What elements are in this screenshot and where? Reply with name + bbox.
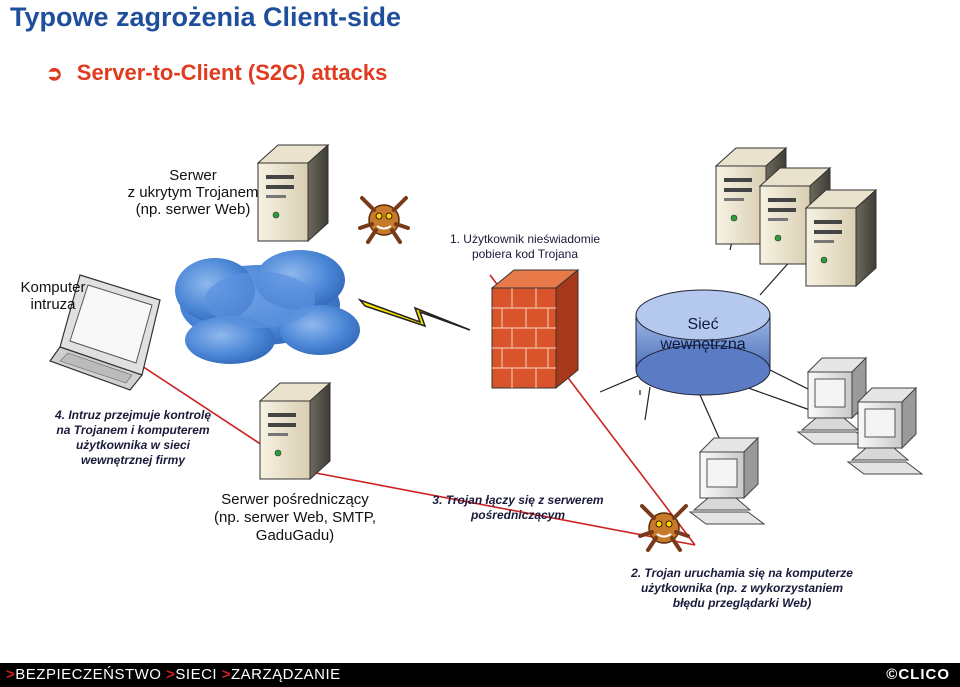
trojan-server-label: Serwer z ukrytym Trojanem (np. serwer We… <box>118 167 268 218</box>
label-line: (np. serwer Web, SMTP, <box>214 509 376 526</box>
label-line: Serwer <box>169 167 217 184</box>
lightning-icon <box>357 298 471 331</box>
step1-note: 1. Użytkownik nieświadomie pobiera kod T… <box>430 232 620 262</box>
internal-network-label: Sieć wewnętrzna <box>643 315 763 355</box>
bullet-text: Server-to-Client (S2C) attacks <box>76 60 388 85</box>
note-line: pośredniczącym <box>470 508 566 522</box>
note-line: pobiera kod Trojana <box>471 247 579 261</box>
proxy-server-label: Serwer pośredniczący (np. serwer Web, SM… <box>200 491 390 545</box>
label-line: (np. serwer Web) <box>135 201 251 218</box>
label-line: GaduGadu) <box>255 527 335 544</box>
trojan-icon <box>358 196 410 244</box>
step3-note: 3. Trojan łączy się z serwerem pośrednic… <box>418 493 618 523</box>
internal-servers <box>715 147 877 287</box>
label-line: intruza <box>30 296 76 313</box>
slide-title: Typowe zagrożenia Client-side <box>10 2 402 32</box>
label-line: wewnętrzna <box>660 336 746 353</box>
note-line: na Trojanem i komputerem <box>56 423 210 437</box>
note-line: 4. Intruz przejmuje kontrolę <box>54 408 212 422</box>
step4-note: 4. Intruz przejmuje kontrolę na Trojanem… <box>38 408 228 468</box>
proxy-server <box>259 382 331 480</box>
footer-item: BEZPIECZEŃSTWO <box>15 666 162 683</box>
step2-note: 2. Trojan uruchamia się na komputerze uż… <box>612 566 872 611</box>
note-line: błędu przeglądarki Web) <box>672 596 812 610</box>
footer-separator: > <box>221 666 232 683</box>
footer-item: SIECI <box>175 666 218 683</box>
note-line: wewnętrznej firmy <box>80 453 186 467</box>
footer-nav: >BEZPIECZEŃSTWO >SIECI >ZARZĄDZANIE <box>6 666 341 683</box>
bullet-item: ➲ Server-to-Client (S2C) attacks <box>46 60 387 86</box>
footer-item: ZARZĄDZANIE <box>231 666 341 683</box>
label-line: Sieć <box>687 316 719 333</box>
firewall-icon <box>490 268 580 390</box>
attacker-label: Komputer intruza <box>8 279 98 313</box>
victim-workstation-icon <box>689 437 765 525</box>
note-line: użytkownika w sieci <box>75 438 191 452</box>
label-line: Komputer <box>20 279 86 296</box>
note-line: 2. Trojan uruchamia się na komputerze <box>631 566 853 580</box>
note-line: 3. Trojan łączy się z serwerem <box>432 493 604 507</box>
network-diagram <box>49 144 923 552</box>
workstation-icon <box>847 387 923 475</box>
trojan-icon <box>638 504 690 552</box>
curved-arrow-icon: ➲ <box>46 63 63 85</box>
label-line: z ukrytym Trojanem <box>127 184 259 201</box>
label-line: Serwer pośredniczący <box>221 491 369 508</box>
laptop-icon <box>49 274 161 391</box>
trojan-server <box>257 144 329 242</box>
footer-bar: >BEZPIECZEŃSTWO >SIECI >ZARZĄDZANIE ©CLI… <box>0 663 960 687</box>
internal-network-disk <box>635 289 771 396</box>
note-line: użytkownika (np. z wykorzystaniem <box>640 581 844 595</box>
footer-separator: > <box>166 666 176 683</box>
footer-separator: > <box>6 666 16 683</box>
note-line: 1. Użytkownik nieświadomie <box>449 232 601 246</box>
internet-cloud <box>175 250 360 364</box>
brand-logo: ©CLICO <box>886 666 950 683</box>
